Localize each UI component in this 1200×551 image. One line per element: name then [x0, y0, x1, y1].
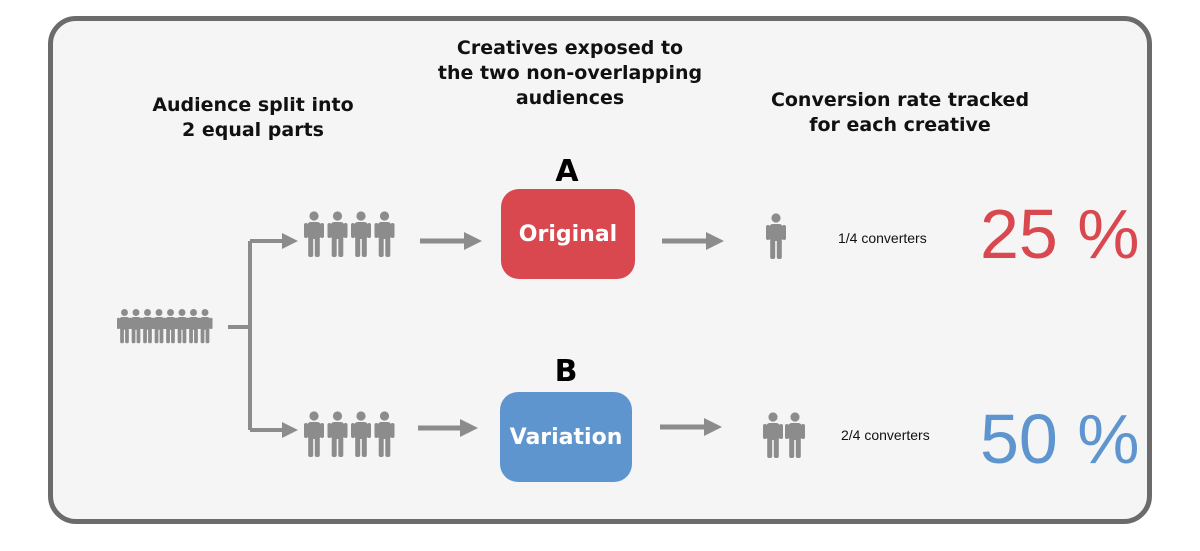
converter-b-person-icon [763, 412, 783, 458]
rate-original: 25 % [980, 195, 1140, 273]
arrow-head-bottom [282, 422, 298, 438]
header-creatives-exposed: Creatives exposed to the two non-overlap… [437, 37, 703, 109]
group-b-person-icon [351, 411, 371, 457]
audience-person-icon [197, 309, 213, 344]
creative-variation: Variation [500, 392, 632, 482]
arrow-variation-to-converters [660, 418, 722, 436]
variant-a-letter: A [555, 154, 579, 189]
arrow-head-top [282, 233, 298, 249]
group-a-person-icon [351, 211, 371, 257]
converter-a-person-icon [766, 213, 786, 259]
converters-variation-text: 2/4 converters [841, 427, 930, 443]
split-connector [228, 239, 284, 432]
arrow-original-to-converters [662, 232, 724, 250]
group-b-person-icon [327, 411, 348, 457]
converters-original-text: 1/4 converters [838, 230, 927, 246]
group-a-person-icon [304, 211, 324, 257]
group-a-person-icon [374, 211, 395, 257]
group-a-person-icon [327, 211, 348, 257]
arrow-to-variation [418, 419, 478, 437]
group-b-person-icon [304, 411, 324, 457]
header-audience-split: Audience split into 2 equal parts [152, 94, 354, 141]
group-b-person-icon [374, 411, 395, 457]
creative-original: Original [501, 189, 635, 279]
variant-b-letter: B [554, 354, 578, 389]
arrow-to-original [420, 232, 482, 250]
rate-variation: 50 % [980, 400, 1140, 478]
converter-b-person-icon [785, 412, 805, 458]
header-conversion-rate: Conversion rate tracked for each creativ… [770, 89, 1030, 136]
